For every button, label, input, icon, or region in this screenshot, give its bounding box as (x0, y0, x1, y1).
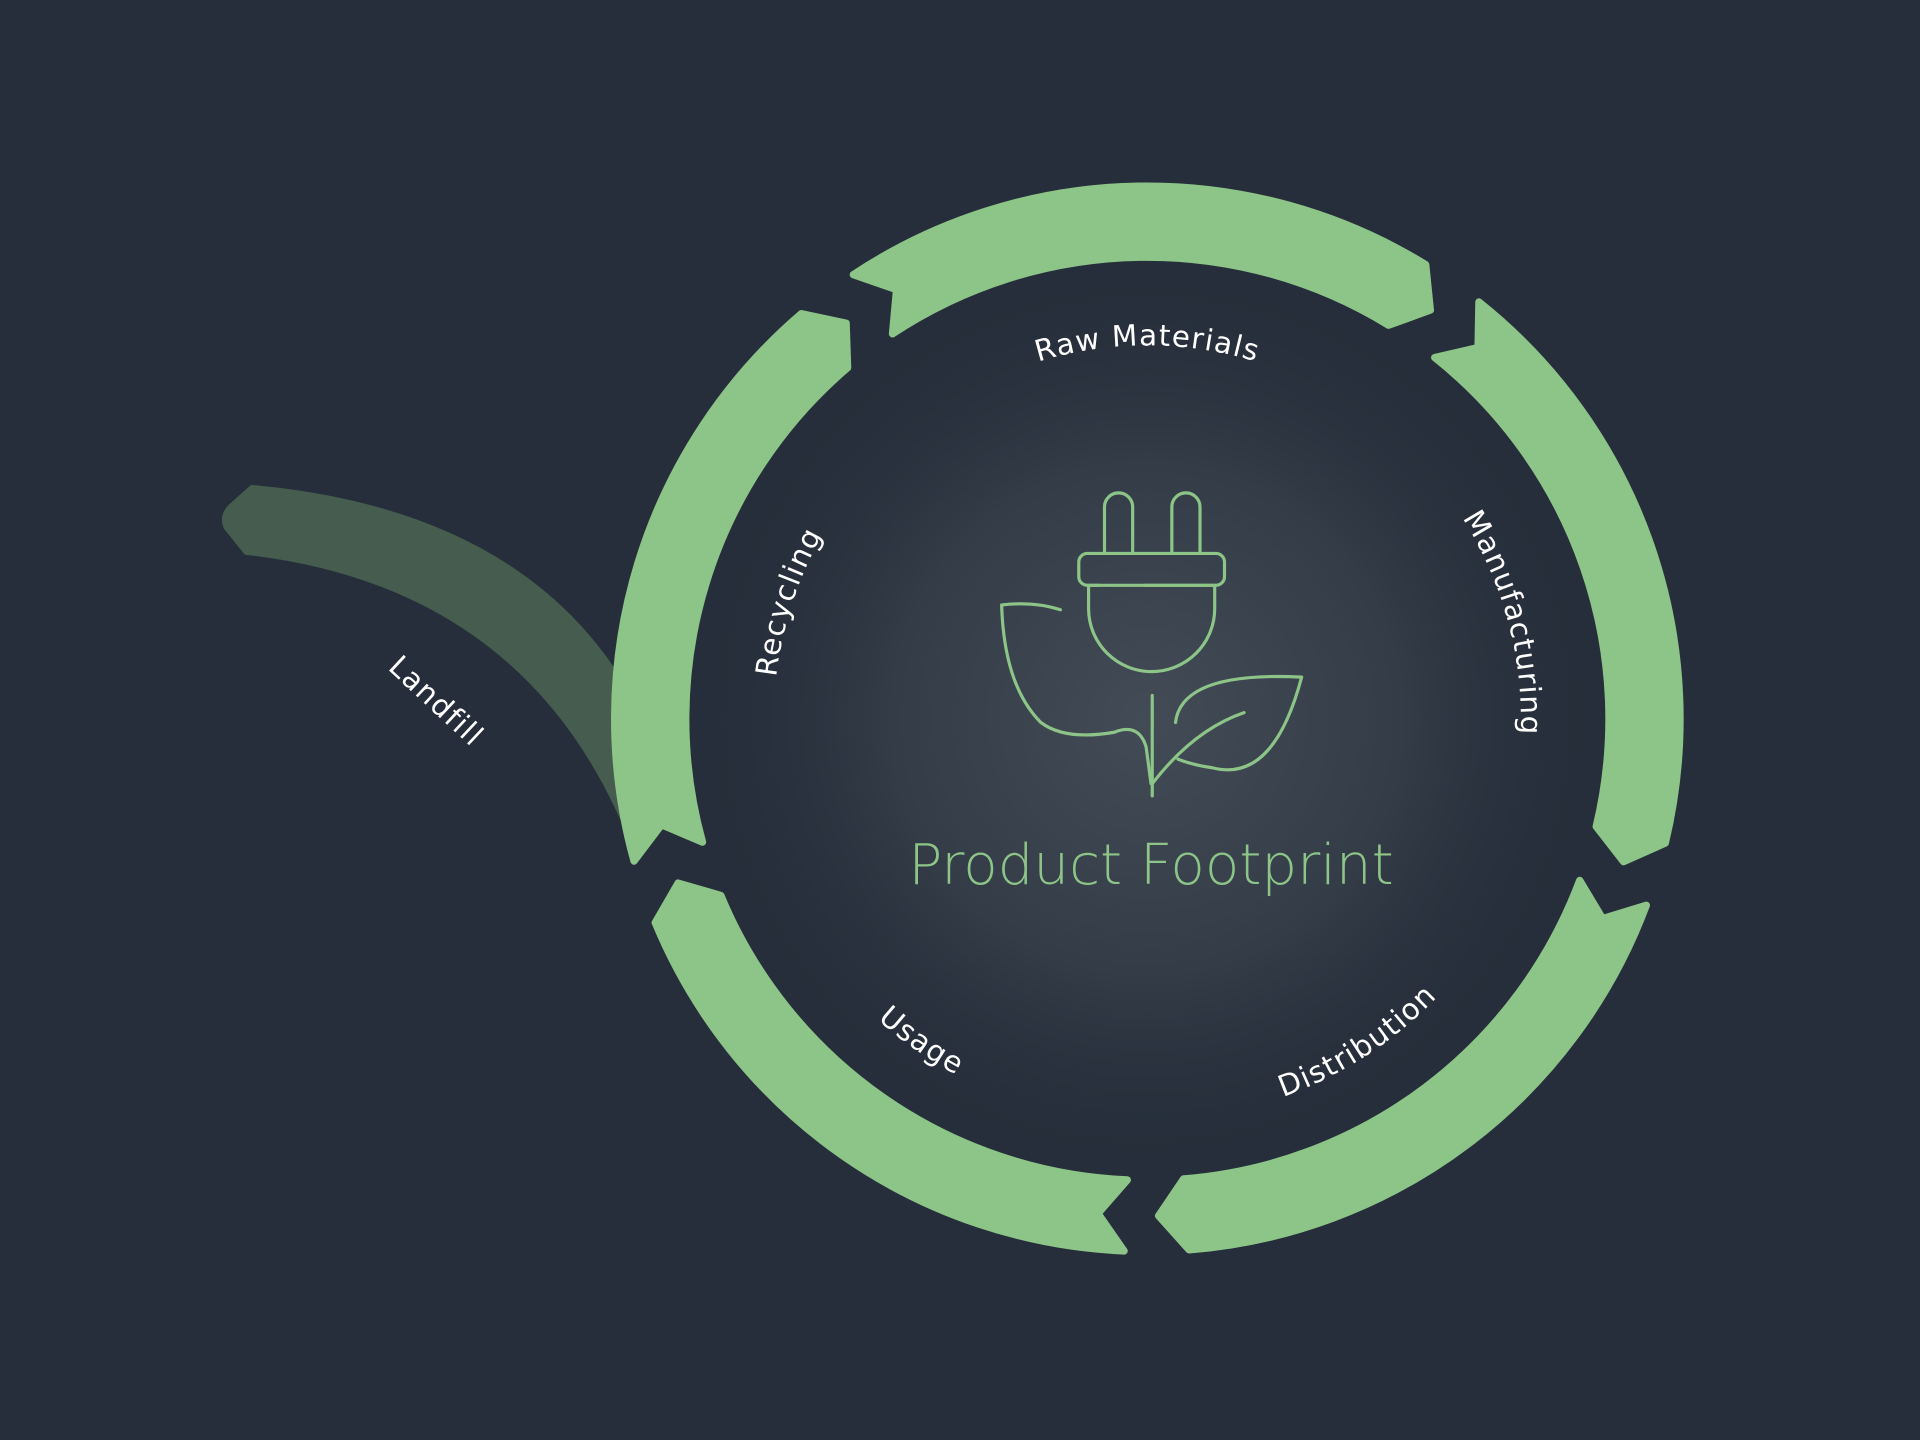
landfill-arrow (221, 484, 637, 861)
stage-arrow-manufacturing (1431, 298, 1684, 866)
stage-arrow-distribution (1154, 876, 1650, 1254)
stage-arrow-raw-materials (849, 182, 1434, 338)
diagram-title: Product Footprint (908, 833, 1393, 898)
stage-arrow-recycling (611, 310, 852, 865)
lifecycle-ring (611, 182, 1684, 1255)
center-glow (682, 253, 1613, 1185)
plug-with-leaves-icon (1000, 491, 1304, 798)
stage-arrow-usage (651, 879, 1131, 1255)
